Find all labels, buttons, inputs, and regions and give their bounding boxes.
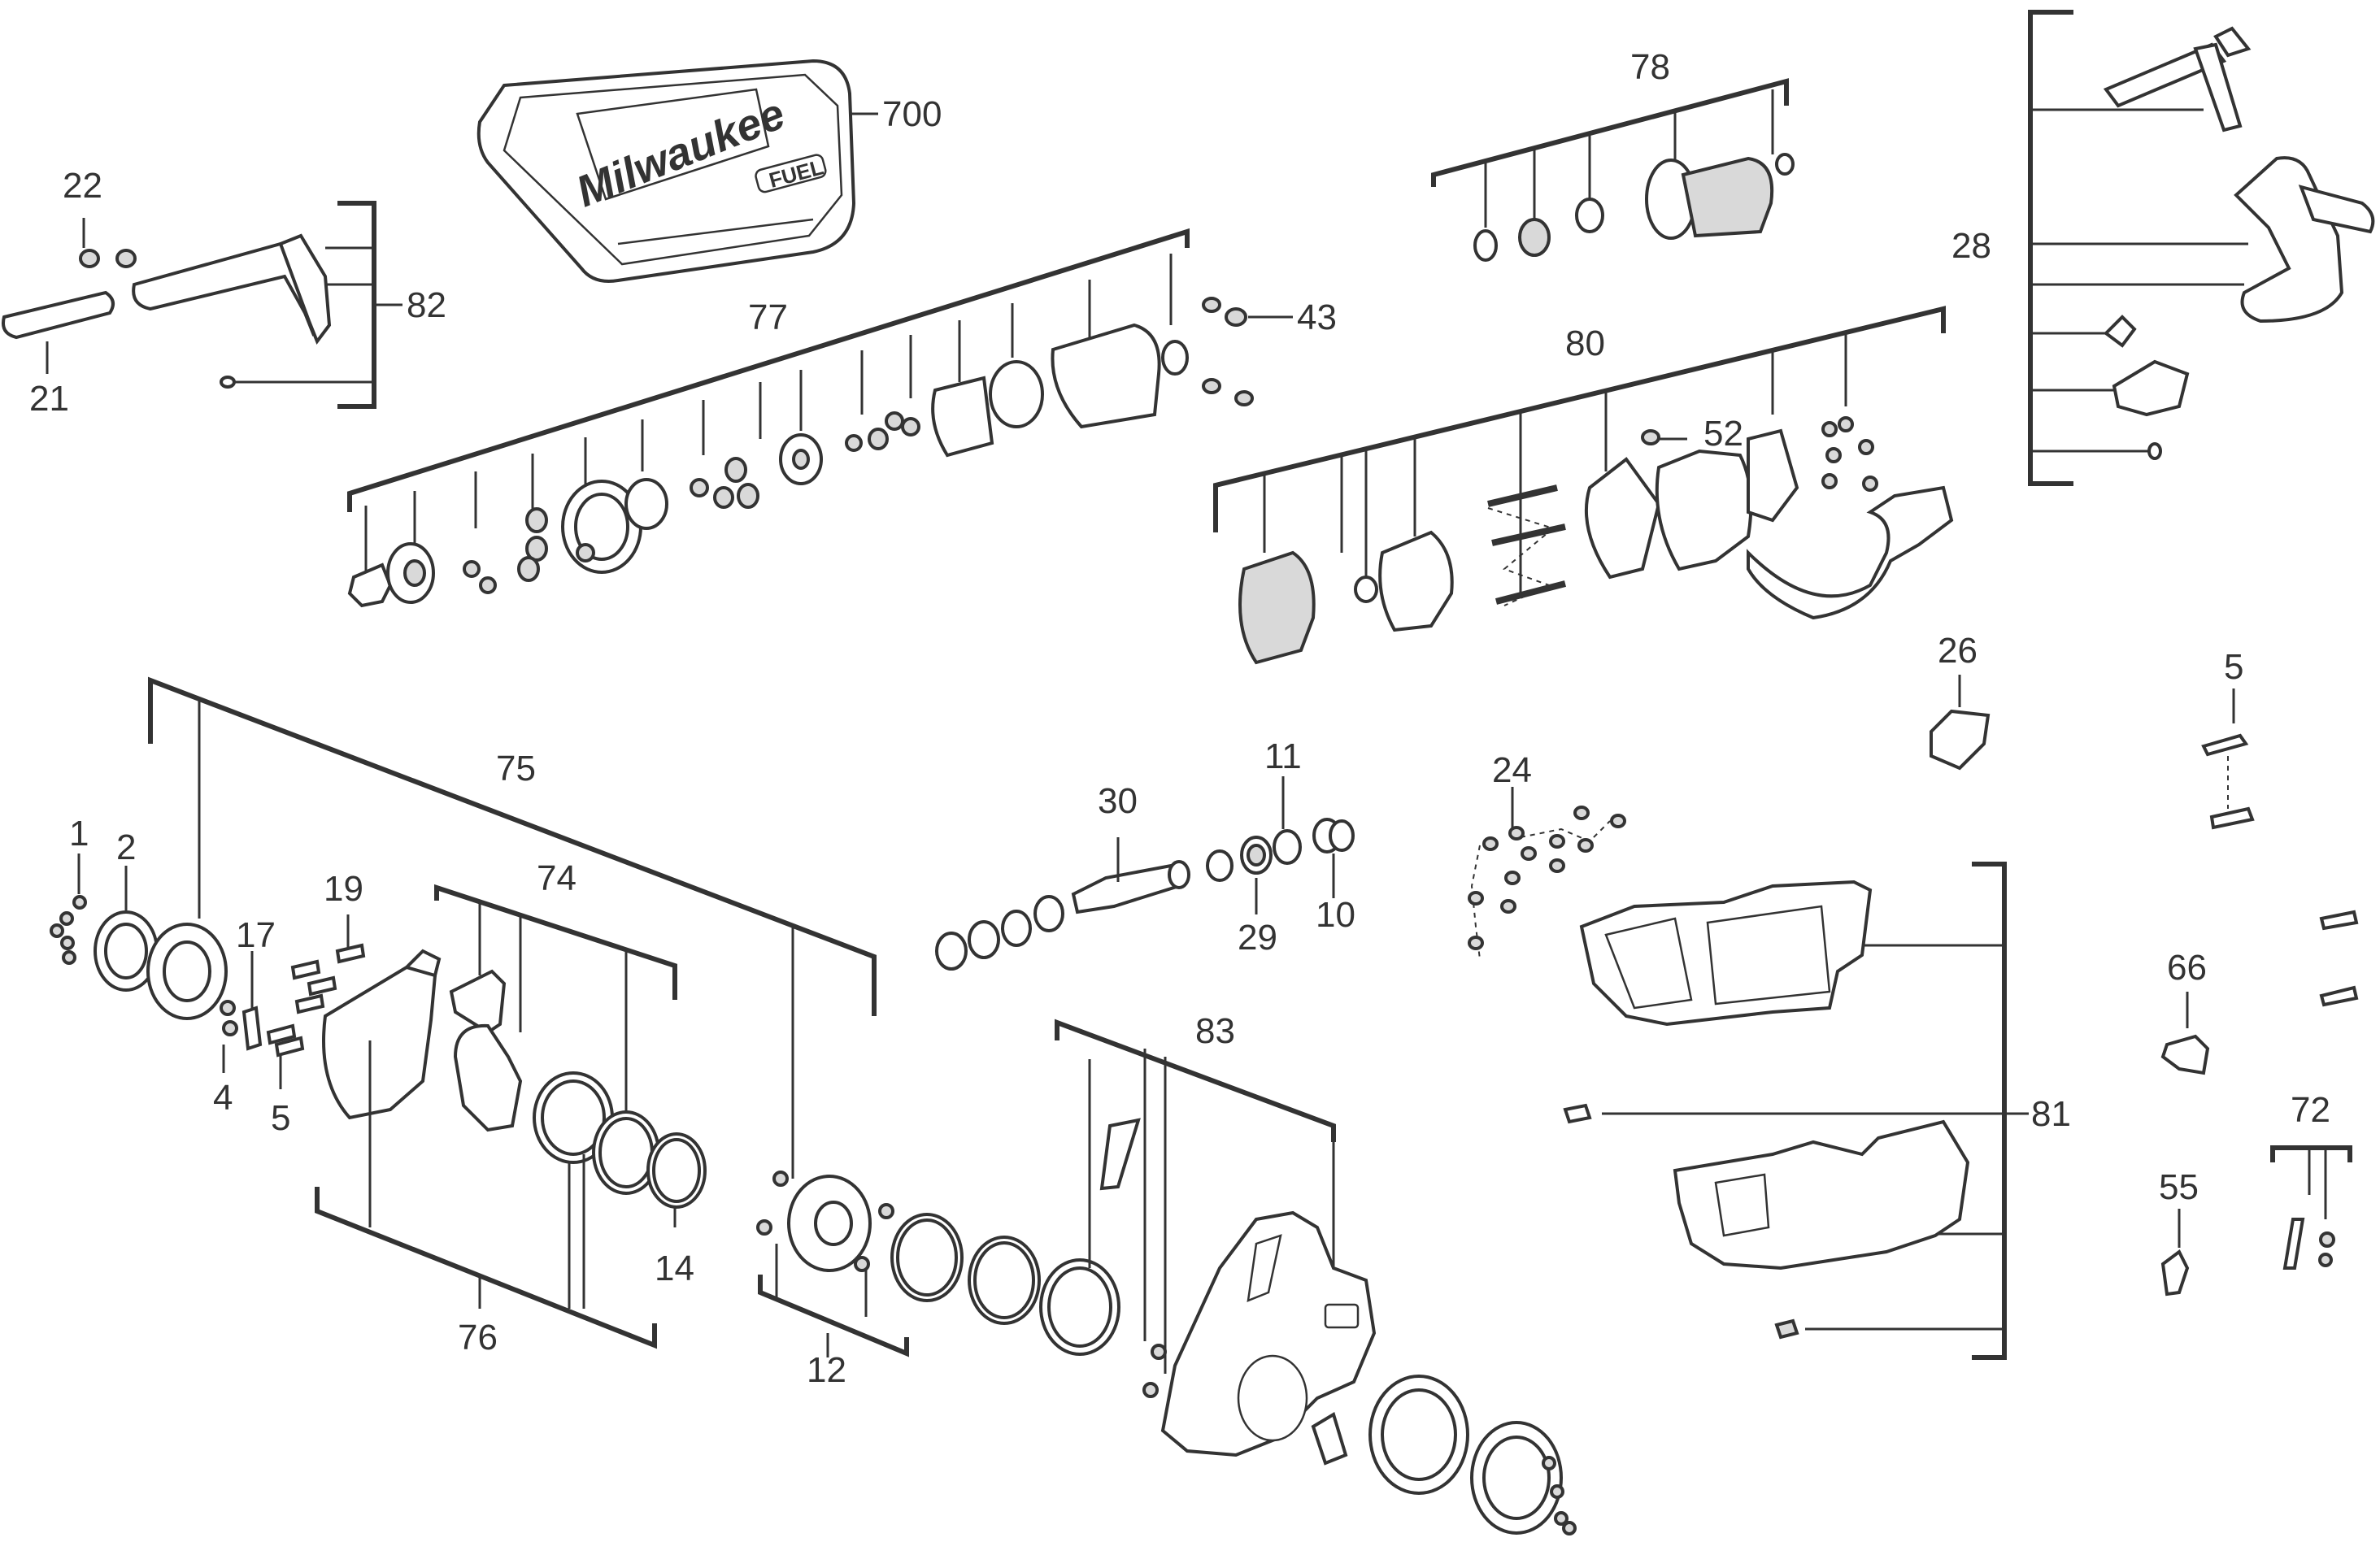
carrying-case: Milwaukee FUEL bbox=[476, 59, 856, 283]
callout-10: 10 bbox=[1316, 895, 1355, 935]
callout-66: 66 bbox=[2167, 948, 2207, 988]
callout-12: 12 bbox=[807, 1350, 846, 1390]
callout-11: 11 bbox=[1264, 736, 1302, 776]
right-small-parts bbox=[2160, 688, 2359, 1297]
callout-76: 76 bbox=[458, 1318, 498, 1357]
clamp-rings bbox=[315, 884, 707, 1349]
callout-21: 21 bbox=[29, 379, 69, 419]
callout-24: 24 bbox=[1492, 750, 1532, 790]
rotor-assembly bbox=[1431, 78, 1795, 262]
shaft-group bbox=[935, 776, 1355, 971]
stator-electronics bbox=[1213, 306, 1954, 665]
callout-74: 74 bbox=[537, 858, 577, 898]
callout-43: 43 bbox=[1297, 298, 1337, 337]
callout-80: 80 bbox=[1565, 324, 1605, 363]
callout-labels: 700 78 28 22 82 21 77 43 80 52 26 5 75 3… bbox=[29, 47, 2330, 1390]
callout-29: 29 bbox=[1238, 918, 1277, 958]
callout-28: 28 bbox=[1951, 226, 1991, 266]
callout-19: 19 bbox=[324, 869, 363, 909]
side-handle bbox=[2, 201, 376, 409]
callout-26: 26 bbox=[1938, 631, 1978, 671]
gear-train bbox=[347, 228, 1190, 608]
callout-83: 83 bbox=[1195, 1011, 1235, 1051]
callout-5-left: 5 bbox=[271, 1098, 290, 1138]
callout-5-right: 5 bbox=[2224, 647, 2243, 687]
front-housing-83 bbox=[1055, 1019, 1577, 1535]
bracket-75 bbox=[148, 676, 877, 1179]
callout-4: 4 bbox=[213, 1078, 233, 1118]
screws-43 bbox=[1202, 297, 1293, 406]
callout-2: 2 bbox=[116, 827, 136, 867]
callout-75: 75 bbox=[496, 749, 536, 788]
handle-assembly bbox=[2028, 10, 2375, 486]
callout-700: 700 bbox=[882, 94, 942, 134]
housing-screws bbox=[1468, 806, 1626, 960]
left-cover-parts bbox=[50, 854, 442, 1120]
callout-81: 81 bbox=[2031, 1094, 2071, 1134]
callout-72: 72 bbox=[2291, 1090, 2330, 1130]
label-26 bbox=[1930, 675, 1991, 771]
housing-81 bbox=[1563, 862, 2007, 1360]
callout-30: 30 bbox=[1098, 781, 1138, 821]
callout-22: 22 bbox=[63, 166, 102, 206]
gear-12 bbox=[756, 1171, 1120, 1357]
callout-52: 52 bbox=[1703, 414, 1743, 454]
callout-77: 77 bbox=[748, 298, 788, 337]
callout-82: 82 bbox=[407, 285, 446, 325]
small-gear-set bbox=[463, 411, 920, 594]
callout-17: 17 bbox=[236, 915, 276, 955]
callout-14: 14 bbox=[655, 1249, 694, 1288]
callout-1: 1 bbox=[69, 814, 89, 854]
callout-55: 55 bbox=[2159, 1167, 2199, 1207]
callout-78: 78 bbox=[1630, 47, 1670, 87]
